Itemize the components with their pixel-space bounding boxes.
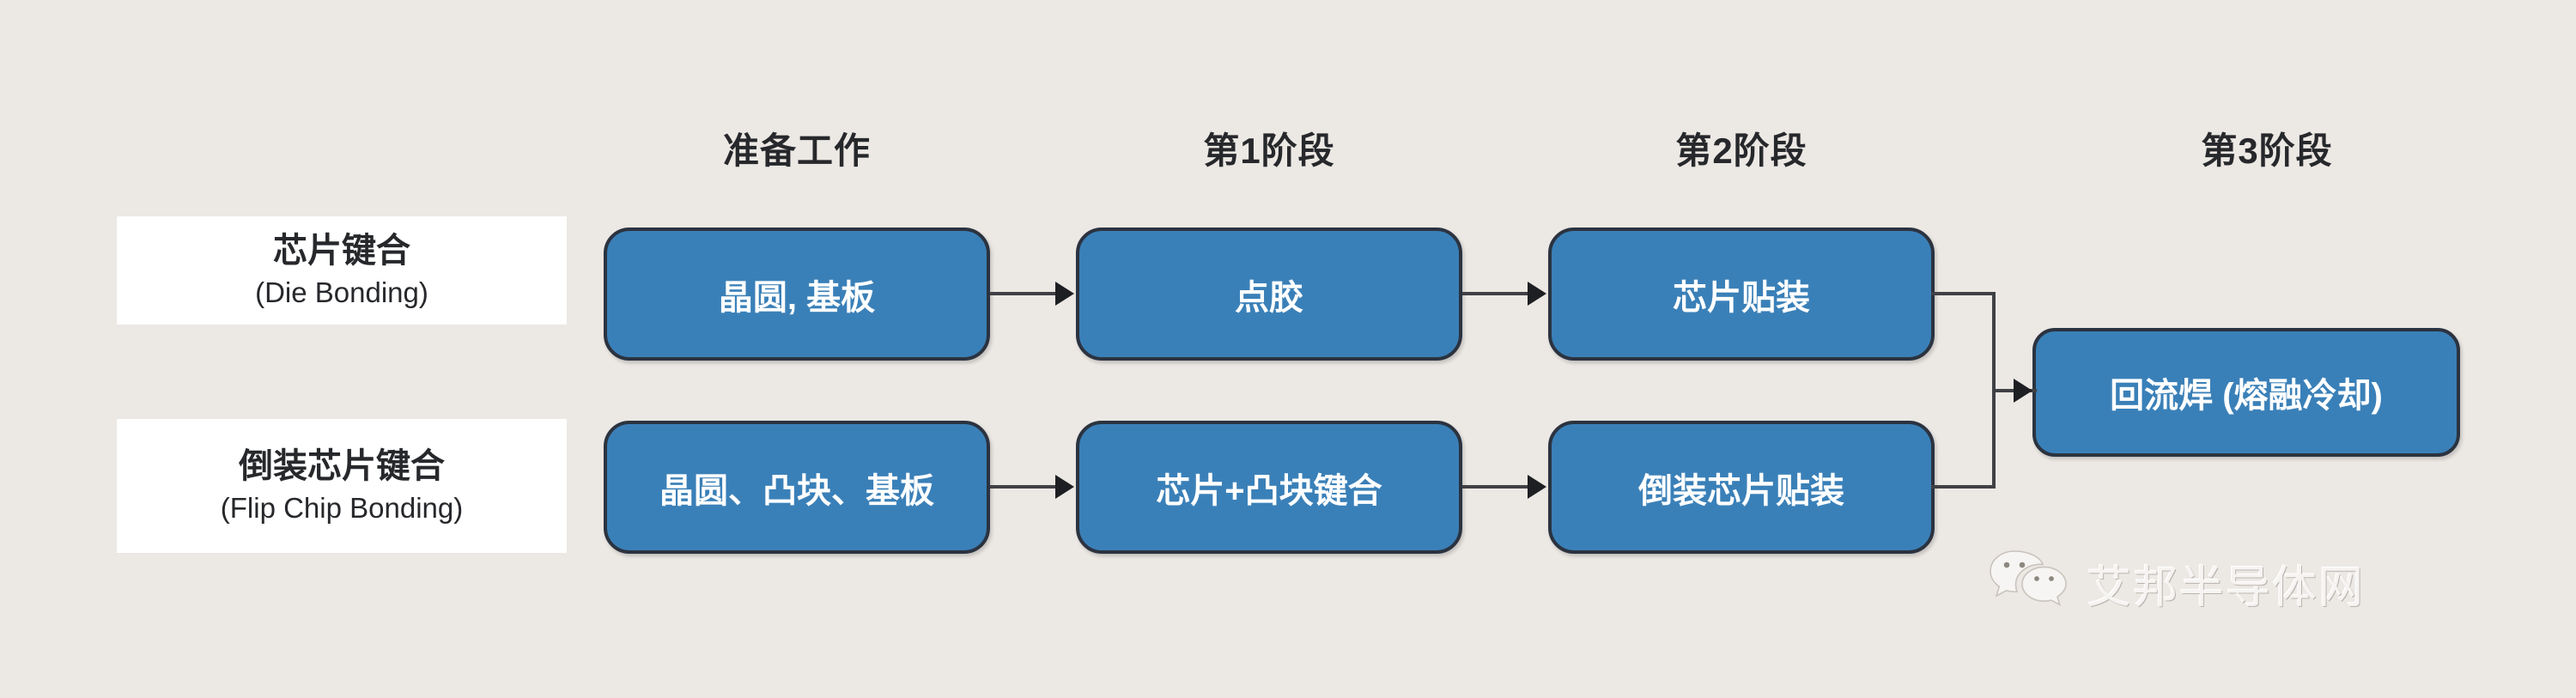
- connector-die-1-to-2: [990, 292, 1057, 295]
- node-reflow-soldering[interactable]: 回流焊 (熔融冷却): [2032, 328, 2460, 457]
- connector-merge-top-stub: [1931, 292, 1996, 295]
- node-flip-wafer-bump-substrate[interactable]: 晶圆、凸块、基板: [604, 421, 990, 554]
- wechat-icon: [1989, 548, 2068, 619]
- node-die-wafer-substrate[interactable]: 晶圆, 基板: [604, 228, 990, 361]
- row-label-flip-chip-bonding-en: (Flip Chip Bonding): [220, 492, 464, 525]
- connector-merge-bottom-stub: [1931, 485, 1996, 489]
- watermark: 艾邦半导体网: [1989, 548, 2365, 619]
- watermark-text: 艾邦半导体网: [2087, 563, 2366, 613]
- arrow-head-flip-1-to-2: [1055, 475, 1074, 499]
- node-flip-chip-attach[interactable]: 倒装芯片贴装: [1548, 421, 1935, 554]
- row-label-flip-chip-bonding: 倒装芯片键合 (Flip Chip Bonding): [117, 419, 567, 553]
- arrow-head-die-1-to-2: [1055, 282, 1074, 306]
- node-die-dispensing[interactable]: 点胶: [1076, 228, 1462, 361]
- arrow-head-merge-to-reflow: [2014, 379, 2032, 403]
- node-flip-chip-bump-bonding[interactable]: 芯片+凸块键合: [1076, 421, 1462, 554]
- arrow-head-die-2-to-3: [1528, 282, 1546, 306]
- column-header-stage-2: 第2阶段: [1675, 130, 1807, 171]
- column-header-stage-3: 第3阶段: [2201, 130, 2333, 171]
- row-label-die-bonding-cn: 芯片键合: [273, 232, 410, 270]
- node-die-attach[interactable]: 芯片贴装: [1548, 228, 1935, 361]
- column-header-stage-1: 第1阶段: [1203, 130, 1335, 171]
- row-label-die-bonding-en: (Die Bonding): [255, 276, 428, 309]
- connector-flip-2-to-3: [1462, 485, 1529, 489]
- row-label-die-bonding: 芯片键合 (Die Bonding): [117, 216, 567, 325]
- row-label-flip-chip-bonding-cn: 倒装芯片键合: [239, 447, 445, 486]
- column-header-preparation: 准备工作: [722, 130, 871, 171]
- arrow-head-flip-2-to-3: [1528, 475, 1546, 499]
- connector-die-2-to-3: [1462, 292, 1529, 295]
- connector-flip-1-to-2: [990, 485, 1057, 489]
